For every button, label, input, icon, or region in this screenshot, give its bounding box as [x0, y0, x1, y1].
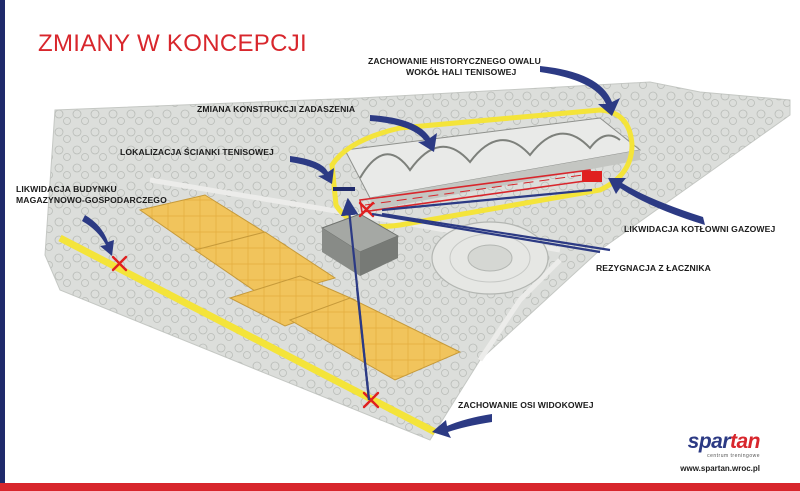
- spartan-logo-word: spartan: [687, 430, 761, 453]
- left-accent-bar: [0, 0, 5, 491]
- x-mark-demolition: [111, 255, 128, 272]
- label-demolition-line1: LIKWIDACJA BUDYNKU: [16, 184, 117, 194]
- connector-pointer-line-2: [381, 188, 593, 212]
- callout-arrows: [82, 66, 705, 438]
- boiler-room-marker: [582, 171, 602, 182]
- label-oval: ZACHOWANIE HISTORYCZNEGO OWALU WOKÓŁ HAL…: [368, 56, 541, 78]
- spartan-logo-sub: centrum treningowe: [707, 453, 760, 459]
- label-wall: LOKALIZACJA ŚCIANKI TENISOWEJ: [120, 147, 274, 157]
- label-demolition: LIKWIDACJA BUDYNKU MAGAZYNOWO-GOSPODARCZ…: [16, 184, 167, 206]
- wall-callout-arrow: [290, 156, 334, 184]
- label-boiler: LIKWIDACJA KOTŁOWNI GAZOWEJ: [624, 224, 776, 234]
- website-url[interactable]: www.spartan.wroc.pl: [680, 464, 760, 473]
- axis-callout-arrow: [432, 414, 492, 438]
- demolition-callout-arrow: [82, 215, 114, 256]
- axis-pointer-line-2: [355, 287, 371, 401]
- label-demolition-line2: MAGAZYNOWO-GOSPODARCZEGO: [16, 195, 167, 205]
- removal-marks: [111, 201, 380, 409]
- court-block-4: [288, 297, 462, 381]
- x-mark-connector: [358, 201, 375, 218]
- label-oval-line1: ZACHOWANIE HISTORYCZNEGO OWALU: [368, 56, 541, 66]
- oval-callout-arrow: [540, 66, 620, 116]
- tennis-courts: [138, 194, 462, 381]
- boiler-callout-arrow: [608, 178, 705, 225]
- bottom-accent-bar: [0, 483, 800, 491]
- logo-word-a: spar: [687, 430, 731, 453]
- label-axis: ZACHOWANIE OSI WIDOKOWEJ: [458, 400, 594, 410]
- label-roof: ZMIANA KONSTRUKCJI ZADASZENIA: [197, 104, 356, 114]
- central-building: [320, 213, 400, 276]
- circular-plaza: [431, 221, 549, 295]
- logo-word-b: tan: [730, 430, 761, 453]
- connector-pointer-line-1: [381, 212, 611, 252]
- roof-callout-arrow: [370, 115, 437, 152]
- connector-pointer-line-3: [371, 212, 601, 254]
- tennis-wall-marker: [333, 187, 355, 191]
- label-oval-line2: WOKÓŁ HALI TENISOWEJ: [406, 67, 517, 77]
- site-ground: [44, 81, 791, 441]
- x-mark-axis: [362, 391, 380, 409]
- pointer-lines: [340, 188, 611, 401]
- spartan-logo: spartan centrum treningowe: [687, 430, 761, 460]
- slide-title: ZMIANY W KONCEPCJI: [38, 30, 307, 57]
- label-connector: REZYGNACJA Z ŁACZNIKA: [596, 263, 711, 273]
